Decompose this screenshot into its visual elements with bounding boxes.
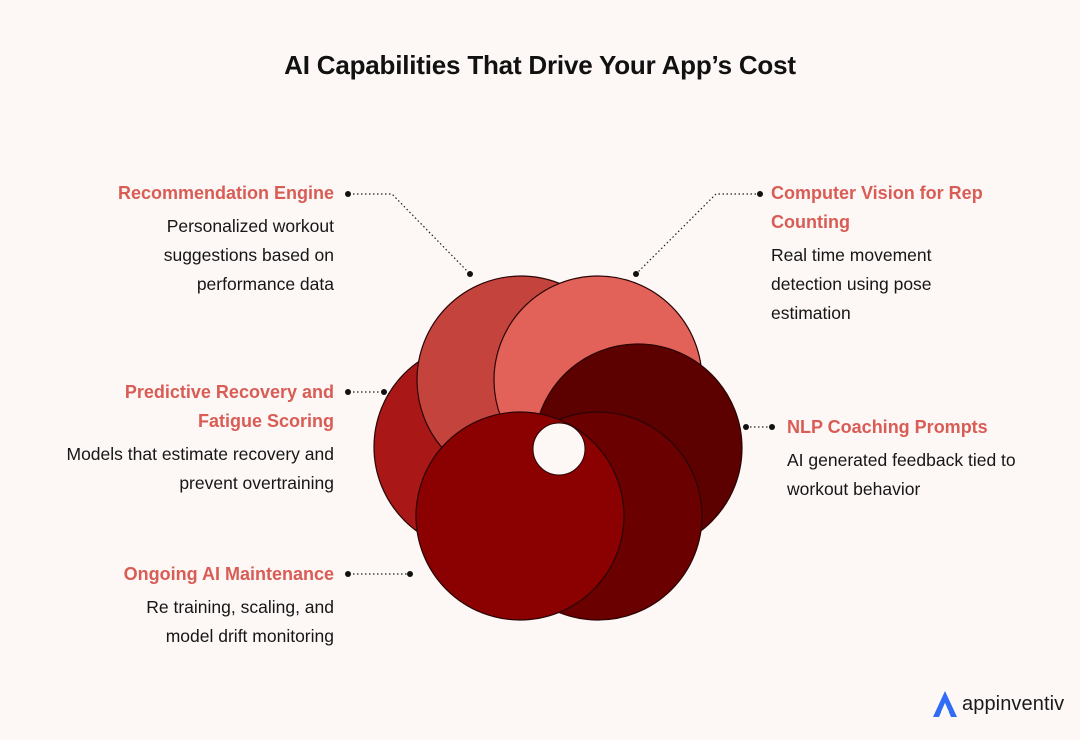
connector-dots [345, 191, 775, 577]
capability-ongoing-maintenance: Ongoing AI Maintenance Re training, scal… [34, 560, 334, 651]
capability-description: Re training, scaling, and model drift mo… [146, 597, 334, 646]
capability-computer-vision: Computer Vision for Rep Counting Real ti… [771, 179, 1011, 328]
logo-text: appinventiv [962, 692, 1065, 715]
dot-predictive-petal [381, 389, 387, 395]
capability-nlp-coaching: NLP Coaching Prompts AI generated feedba… [787, 413, 1047, 504]
capability-title: Recommendation Engine [117, 183, 334, 203]
dot-maintenance-label [345, 571, 351, 577]
appinventiv-logo-icon [933, 691, 957, 717]
dot-vision-petal [633, 271, 639, 277]
capability-title: Ongoing AI Maintenance [123, 564, 334, 584]
capability-description: Personalized workout suggestions based o… [163, 216, 334, 294]
capability-predictive-recovery: Predictive Recovery and Fatigue Scoring … [34, 378, 335, 498]
capability-recommendation: Recommendation Engine Personalized worko… [34, 179, 334, 299]
connector-computer-vision [635, 193, 760, 275]
capability-description: Models that estimate recovery and preven… [66, 444, 335, 493]
dot-recommendation-petal [467, 271, 473, 277]
dot-predictive-label [345, 389, 351, 395]
capability-description: AI generated feedback tied to workout be… [787, 450, 1016, 499]
brand-logo: appinventiv [932, 688, 1064, 720]
dot-recommendation-label [345, 191, 351, 197]
center-hole [532, 422, 586, 476]
dot-maintenance-petal [407, 571, 413, 577]
capability-description: Real time movement detection using pose … [771, 245, 932, 323]
connector-recommendation [349, 193, 471, 275]
capability-title: NLP Coaching Prompts [787, 417, 988, 437]
page-title: AI Capabilities That Drive Your App’s Co… [284, 50, 796, 80]
dot-vision-label [757, 191, 763, 197]
capability-title: Computer Vision for Rep Counting [771, 183, 983, 232]
dot-nlp-label [769, 424, 775, 430]
petal-ongoing-maintenance [415, 411, 625, 621]
connectors [349, 193, 772, 575]
dot-nlp-petal [743, 424, 749, 430]
capability-title: Predictive Recovery and Fatigue Scoring [124, 382, 334, 431]
